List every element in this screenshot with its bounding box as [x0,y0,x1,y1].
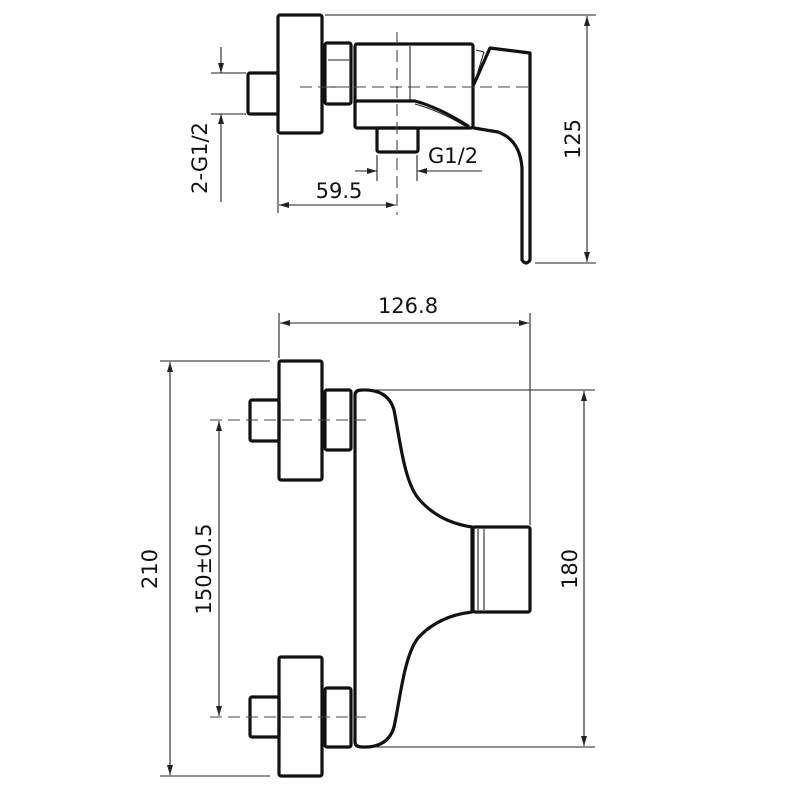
dim-center-distance-label: 150±0.5 [192,523,216,614]
side-body-groove [354,99,470,128]
dim-body-height-label: 180 [558,549,582,589]
dim-outlet-offset-label: 59.5 [316,179,363,203]
front-view: 126.8 210 150±0.5 180 [138,294,595,778]
side-view: 125 2-G1/2 G1/2 59.5 [188,13,596,265]
side-body [353,42,475,130]
front-outlet [471,525,532,614]
dim-total-height-label: 210 [138,549,162,589]
front-body [353,388,474,749]
dim-width-label: 126.8 [378,294,438,318]
side-nut [323,41,353,106]
dim-inlet-thread-label: 2-G1/2 [188,122,212,194]
dim-outlet-thread-label: G1/2 [428,144,478,168]
side-inlet-pipe [246,71,280,116]
dim-height-label: 125 [561,119,585,159]
side-handle [472,46,532,265]
side-flange [276,13,324,135]
